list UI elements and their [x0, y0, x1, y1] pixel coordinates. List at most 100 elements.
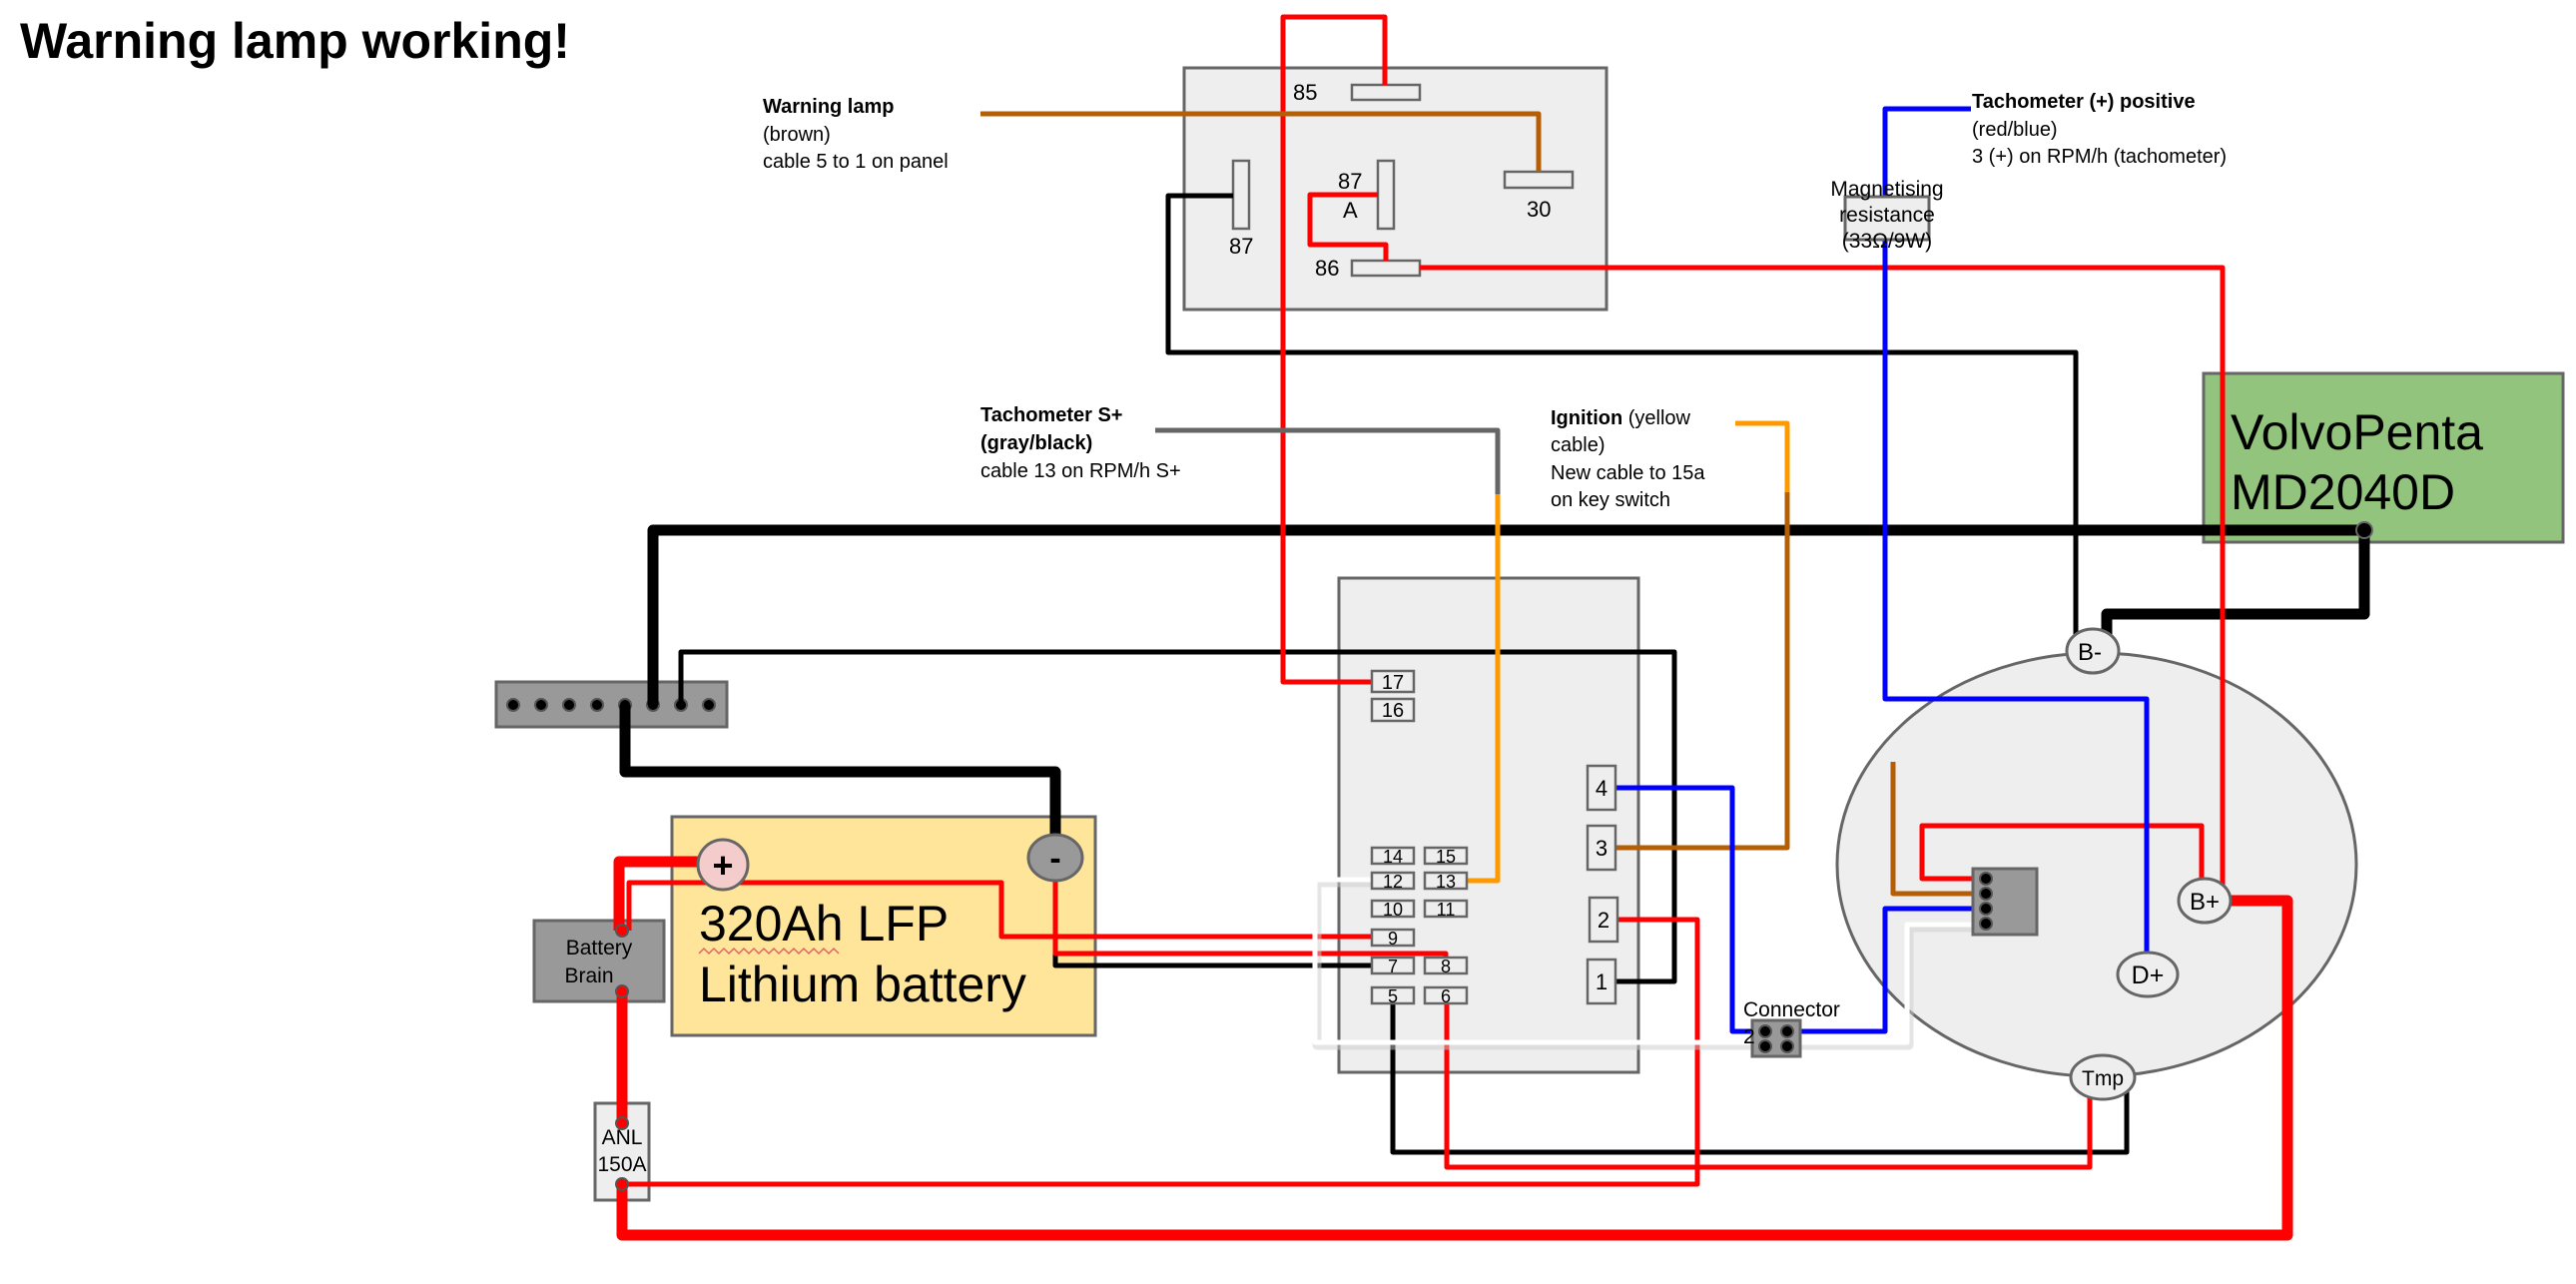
- minus-icon: -: [1049, 840, 1060, 878]
- brain-terminal-out: [615, 984, 629, 998]
- relay-pin-87: [1231, 159, 1251, 231]
- negative-busbar: [494, 680, 729, 729]
- busbar-body: [494, 680, 729, 729]
- battery: 320Ah LFP Lithium battery: [670, 815, 1097, 1037]
- wire-connector-to-plug: [1787, 906, 1977, 1034]
- relay-label-30: 30: [1527, 197, 1551, 222]
- panel-pin-2: [1588, 896, 1619, 944]
- plug-pin: [1979, 887, 1993, 901]
- connector-number: 2: [1743, 1025, 1755, 1048]
- battery-body: [670, 815, 1097, 1037]
- wire-battery-brain-to-pin9: [626, 880, 1372, 940]
- panel-pin-15: [1423, 846, 1469, 866]
- tach-s-title-line2: (gray/black): [980, 432, 1092, 454]
- brain-terminal-in: [615, 924, 629, 938]
- panel-label-7: 7: [1388, 957, 1398, 976]
- connector-pin: [1758, 1039, 1772, 1053]
- alternator-terminals: B- B+ D+ Tmp: [1971, 627, 2233, 1101]
- panel-pin-11: [1423, 899, 1469, 919]
- ignition-title-line: Ignition (yellow: [1551, 407, 1691, 429]
- fuse-label-line1: ANL: [602, 1126, 643, 1149]
- annotation-warning-lamp: Warning lamp (brown) cable 5 to 1 on pan…: [763, 96, 949, 173]
- wire-anl-to-b-plus: [616, 895, 2293, 1241]
- connector-label: Connector: [1743, 998, 1840, 1021]
- ignition-title-suffix: (yellow: [1622, 407, 1690, 429]
- warning-lamp-line2: cable 5 to 1 on panel: [763, 151, 949, 173]
- panel-pin-8: [1423, 956, 1469, 975]
- b-minus-label: B-: [2078, 639, 2102, 666]
- alternator-plug: [1971, 867, 2039, 937]
- panel-pin-17: [1370, 669, 1416, 694]
- relay-pin-87a: [1376, 159, 1396, 231]
- b-plus-terminal: [2177, 877, 2233, 925]
- panel-pin-12: [1370, 871, 1416, 891]
- wire-relay-87a-to-86: [1307, 192, 1389, 261]
- panel-label-14: 14: [1383, 847, 1403, 867]
- relay-pin-30: [1503, 170, 1575, 190]
- relay-label-87a-letter: A: [1343, 198, 1358, 223]
- d-plus-label: D+: [2132, 962, 2165, 989]
- fuse-terminal-in: [615, 1116, 629, 1130]
- battery-brain-label-line2: Brain: [564, 964, 613, 987]
- busbar-stud: [562, 698, 576, 712]
- panel-label-15: 15: [1436, 847, 1456, 867]
- panel-label-10: 10: [1383, 900, 1403, 920]
- panel-label-16: 16: [1382, 700, 1404, 722]
- tach-s-line1: cable 13 on RPM/h S+: [980, 460, 1181, 482]
- plug-pin: [1979, 917, 1993, 931]
- wire-white-shadow: [1312, 878, 1977, 1050]
- wire-pin13-orange: [1467, 494, 1501, 884]
- ignition-line2: New cable to 15a: [1551, 462, 1705, 484]
- annotation-tach-s: Tachometer S+ (gray/black) cable 13 on R…: [980, 404, 1181, 482]
- panel-label-9: 9: [1388, 929, 1398, 949]
- wire-busbar-to-engine-ground: [647, 524, 2364, 705]
- panel-pin-13: [1423, 871, 1469, 891]
- busbar-stud: [590, 698, 604, 712]
- wire-plug-to-b-plus: [1919, 823, 2205, 882]
- wire-relay-86-to-b-plus: [1420, 265, 2226, 889]
- ignition-line1: cable): [1551, 434, 1605, 456]
- relay-label-86: 86: [1315, 256, 1339, 281]
- battery-plus-terminal: [696, 838, 750, 892]
- wire-anl-to-pin2: [622, 917, 1700, 1187]
- panel-pin-14: [1370, 846, 1416, 866]
- panel-label-8: 8: [1441, 957, 1451, 976]
- engine: VolvoPenta MD2040D: [2202, 371, 2565, 544]
- wire-pin3-brown: [1615, 492, 1790, 851]
- tmp-label: Tmp: [2082, 1067, 2124, 1090]
- d-plus-terminal: [2116, 951, 2180, 998]
- tach-positive-title: Tachometer (+) positive: [1972, 91, 2196, 113]
- plug-pin: [1979, 872, 1993, 886]
- relay-label-87a-num: 87: [1338, 169, 1362, 194]
- resistor-label-line1: Magnetising: [1830, 178, 1943, 201]
- panel-label-11: 11: [1437, 900, 1456, 920]
- tach-s-title-line1: Tachometer S+: [980, 404, 1122, 426]
- wire-engine-to-b-minus: [2101, 530, 2370, 639]
- relay-pin-85: [1350, 83, 1422, 102]
- resistor-label-line3: (33Ω/9W): [1842, 230, 1932, 253]
- ignition-title: Ignition: [1551, 407, 1622, 429]
- busbar-stud: [506, 698, 520, 712]
- relay-pin-86: [1350, 259, 1422, 278]
- panel-label-3: 3: [1596, 836, 1608, 861]
- panel-pin-4: [1586, 764, 1617, 812]
- battery-brain: Battery Brain: [532, 919, 666, 1003]
- annotation-ignition: Ignition (yellow cable) New cable to 15a…: [1551, 407, 1705, 511]
- b-minus-terminal: [2065, 627, 2121, 675]
- warning-lamp-line1: (brown): [763, 124, 831, 146]
- panel-pin-6: [1423, 985, 1469, 1005]
- panel-label-5: 5: [1388, 986, 1398, 1006]
- wire-tach-positive-to-d-plus: [1882, 106, 2150, 959]
- busbar-stud: [534, 698, 548, 712]
- connector-pin: [1758, 1024, 1772, 1038]
- busbar-stud: [702, 698, 716, 712]
- panel-pin-5: [1370, 985, 1416, 1005]
- relay: 85 87 87 A 30 86: [1182, 66, 1609, 312]
- terminals: [615, 521, 2373, 1191]
- plus-icon: +: [712, 845, 733, 886]
- panel-label-4: 4: [1596, 776, 1608, 801]
- connector-pin: [1780, 1039, 1794, 1053]
- panel-pin-1: [1586, 958, 1617, 1005]
- alternator-body: [1835, 651, 2358, 1078]
- magnetising-resistor: Magnetising resistance (33Ω/9W): [1830, 178, 1943, 253]
